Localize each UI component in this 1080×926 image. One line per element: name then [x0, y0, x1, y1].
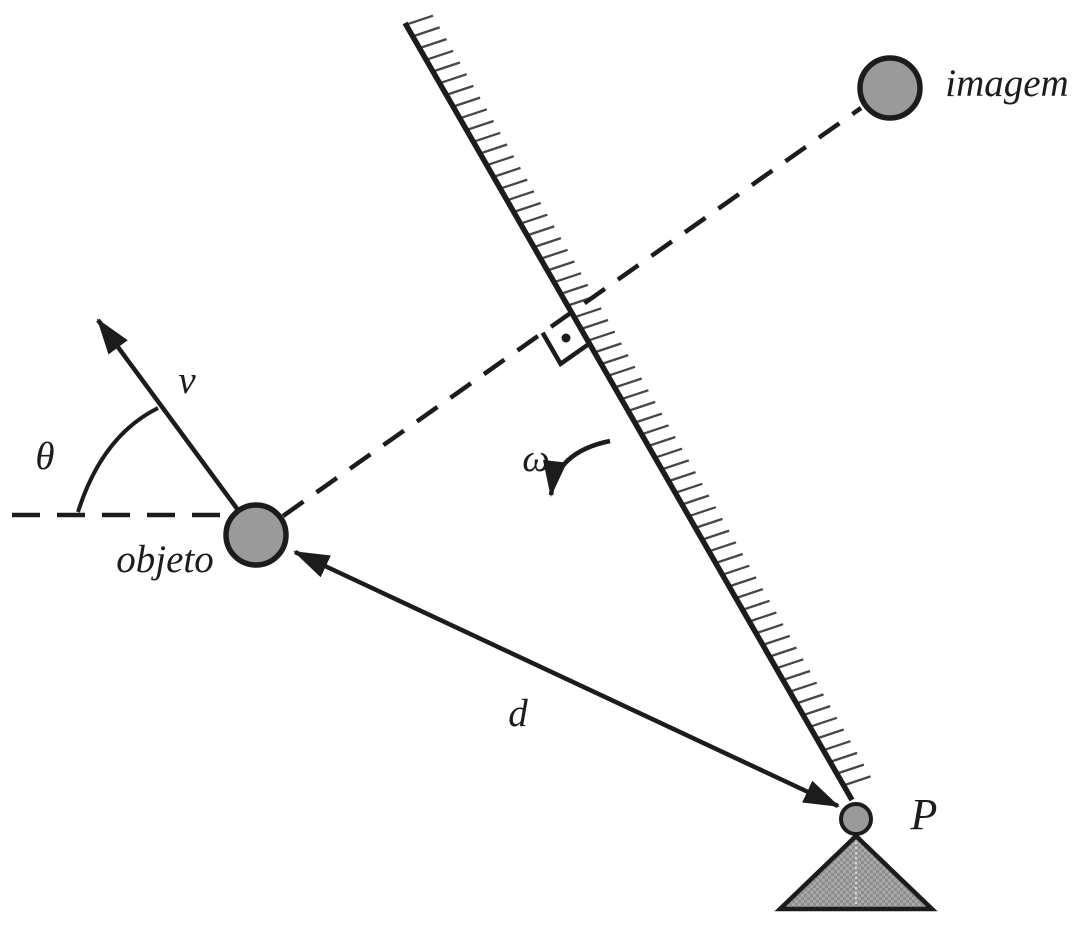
mirror-surface-line [402, 21, 855, 802]
pivot-circle [839, 802, 873, 836]
right-angle-marker [540, 331, 592, 368]
image-label: imagem [945, 62, 1068, 105]
mirror [402, 14, 871, 802]
mirror-hatching [405, 14, 871, 787]
right-angle-dot [561, 333, 571, 343]
omega-rotation-arrow [543, 438, 611, 497]
image-circle [857, 55, 923, 121]
object-circle [223, 502, 289, 568]
pivot-support [774, 802, 938, 912]
pivot-label: P [910, 790, 938, 839]
omega-label: ω [522, 437, 550, 480]
object-image-dashed-line [281, 106, 863, 518]
theta-angle-arc [76, 406, 159, 513]
velocity-vector-arrow [96, 318, 240, 512]
velocity-label: v [178, 359, 196, 402]
theta-label: θ [35, 435, 54, 478]
distance-double-arrow [293, 549, 840, 809]
distance-label: d [508, 692, 528, 735]
object-label: objeto [116, 538, 213, 581]
